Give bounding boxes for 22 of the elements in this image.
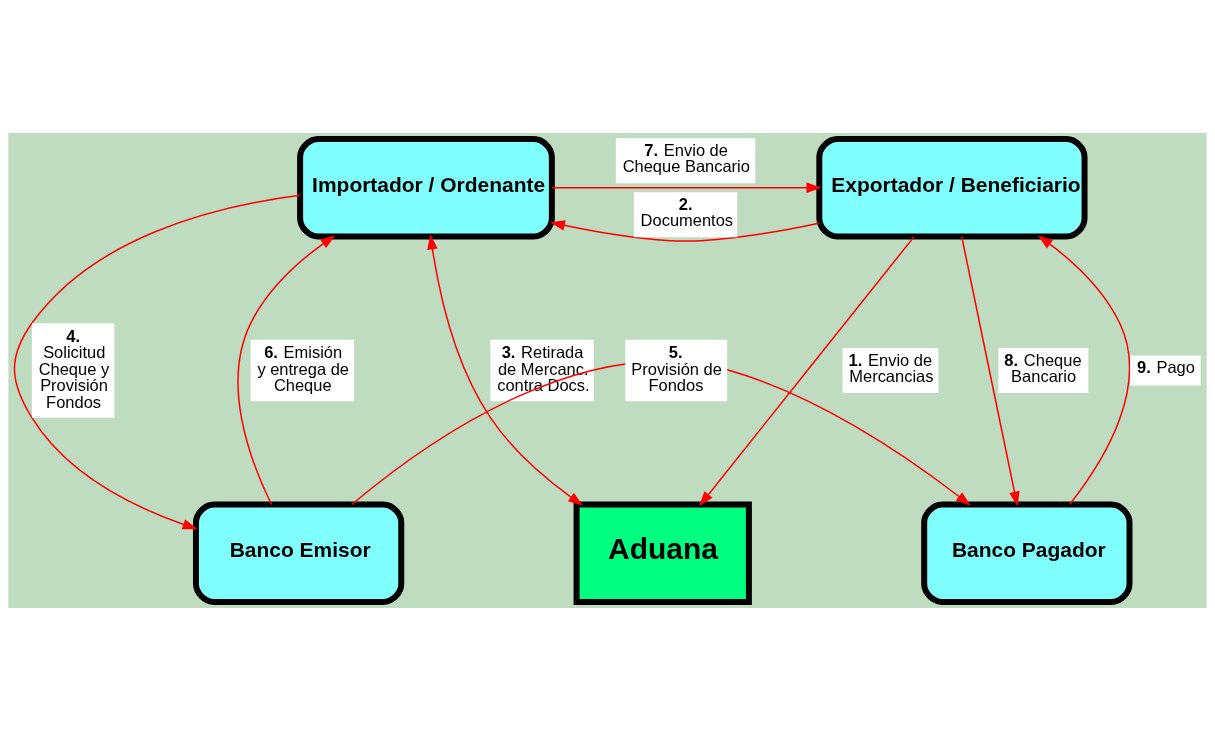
node-box: Banco Pagador [921,501,1133,605]
arrow [699,235,915,506]
edge-label: 5. Provisión de Fondos [631,342,722,394]
edge-label: 7. Envio de Cheque Bancario [622,140,750,175]
arrow [549,219,820,242]
edge-label: 1. Envio de Mercancias [848,350,934,385]
edge-label: 6. Emisión y entrega de Cheque [257,342,349,394]
arrow [13,193,301,529]
arrow [1037,234,1131,505]
node-box: Exportador / Beneficiario [816,135,1088,239]
node-box: Importador / Ordenante [297,135,555,239]
edge-label: 2. Documentos [640,194,734,229]
edge-label: 9. Pago [1136,357,1195,376]
node-box: Banco Emisor [192,501,405,605]
edge-label: 4. Solicitud Cheque y Provisión Fondos [38,326,110,411]
node-box: Aduana [573,501,752,605]
arrow [427,233,584,506]
arrow [961,235,1020,507]
edge-label: 8. Cheque Bancario [1004,350,1082,385]
arrow [237,234,336,505]
edge-label: 3. Retirada de Mercanc. contra Docs. [497,342,590,394]
arrow [551,181,822,193]
